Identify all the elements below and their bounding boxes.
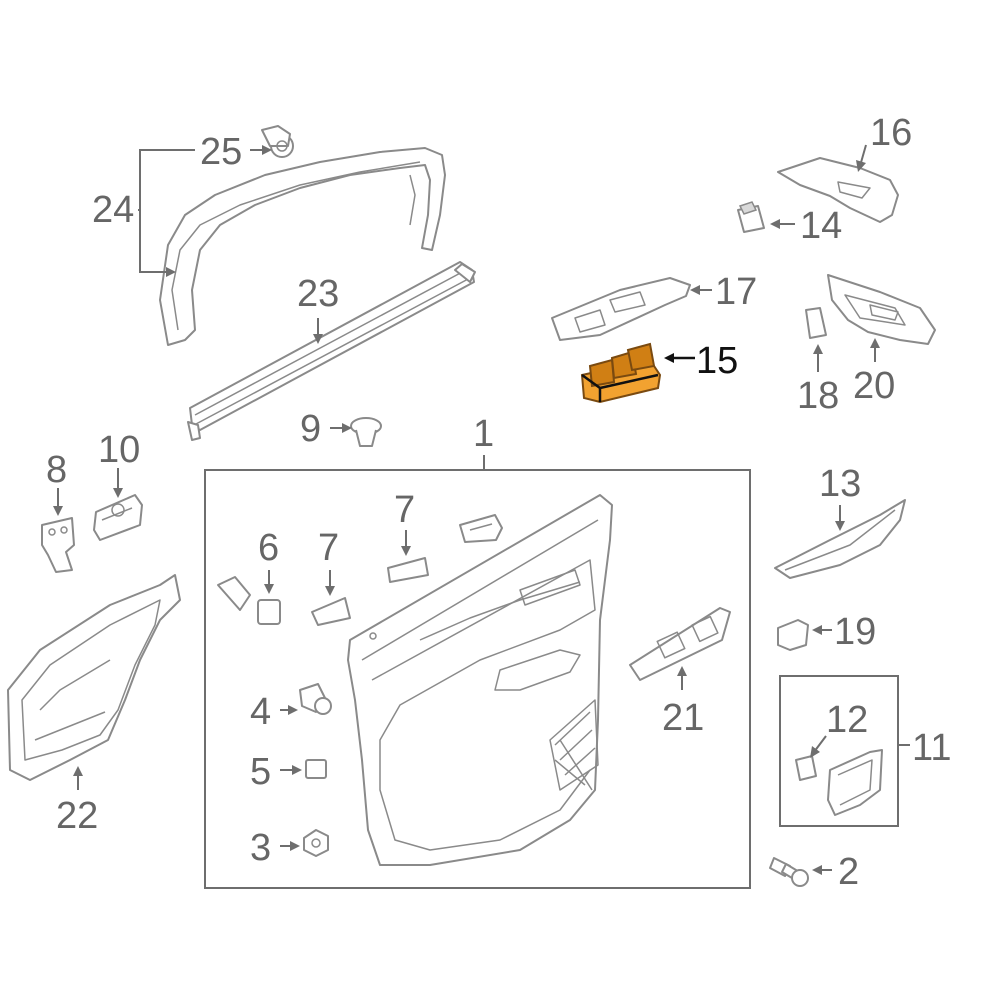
callout-6: 6 xyxy=(258,527,279,569)
callout-5: 5 xyxy=(250,751,271,793)
callout-13: 13 xyxy=(819,463,861,505)
bolt-part-25 xyxy=(261,125,294,158)
callout-25: 25 xyxy=(200,131,242,173)
cover-part-11 xyxy=(827,749,883,816)
callout-20: 20 xyxy=(853,365,895,407)
switch-part-14 xyxy=(737,201,765,233)
switch-bezel-part-17 xyxy=(551,277,691,341)
pad-part-7-left xyxy=(311,597,351,626)
armrest-trim-part-13 xyxy=(774,499,906,579)
bracket-small xyxy=(459,514,503,543)
handle-bezel-part-20 xyxy=(827,274,936,345)
nut-part-3 xyxy=(303,829,329,857)
window-frame-part-24 xyxy=(159,147,446,346)
bolt-part-2 xyxy=(769,857,809,887)
callout-1: 1 xyxy=(473,413,494,455)
callout-10: 10 xyxy=(98,429,140,471)
window-switch-part-15 xyxy=(580,342,662,404)
clip-part-12 xyxy=(795,755,817,781)
part-11-group-box xyxy=(779,675,899,827)
clip-part-6 xyxy=(217,576,281,625)
clip-part-18 xyxy=(805,307,827,339)
clip-part-19 xyxy=(777,619,809,651)
callout-3: 3 xyxy=(250,827,271,869)
screw-part-4 xyxy=(299,683,332,715)
hinge-plate-part-10 xyxy=(93,494,143,541)
bracket-part-8 xyxy=(41,517,75,573)
callout-21: 21 xyxy=(662,697,704,739)
callout-16: 16 xyxy=(870,112,912,154)
pad-part-7-right xyxy=(387,557,429,583)
callout-7-right: 7 xyxy=(394,489,415,531)
callout-18: 18 xyxy=(797,375,839,417)
callout-19: 19 xyxy=(834,611,876,653)
door-panel-group-box xyxy=(204,469,751,889)
trim-part-16 xyxy=(777,157,899,223)
belt-molding-part-23 xyxy=(187,261,476,441)
door-trim-panel-part-1 xyxy=(347,494,613,866)
clip-part-5 xyxy=(305,759,327,779)
callout-23: 23 xyxy=(297,273,339,315)
callout-11: 11 xyxy=(912,727,951,769)
callout-24: 24 xyxy=(92,189,134,231)
callout-15: 15 xyxy=(696,340,738,382)
callout-4: 4 xyxy=(250,691,271,733)
callout-14: 14 xyxy=(800,205,842,247)
map-pocket-part-22 xyxy=(7,574,181,781)
switch-bezel-part-21 xyxy=(629,607,731,681)
callout-2: 2 xyxy=(838,851,859,893)
callout-7-left: 7 xyxy=(318,527,339,569)
callout-8: 8 xyxy=(46,449,67,491)
callout-17: 17 xyxy=(715,271,757,313)
callout-22: 22 xyxy=(56,795,98,837)
clip-part-9 xyxy=(350,417,382,447)
callout-12: 12 xyxy=(826,699,868,741)
callout-9: 9 xyxy=(300,408,321,450)
